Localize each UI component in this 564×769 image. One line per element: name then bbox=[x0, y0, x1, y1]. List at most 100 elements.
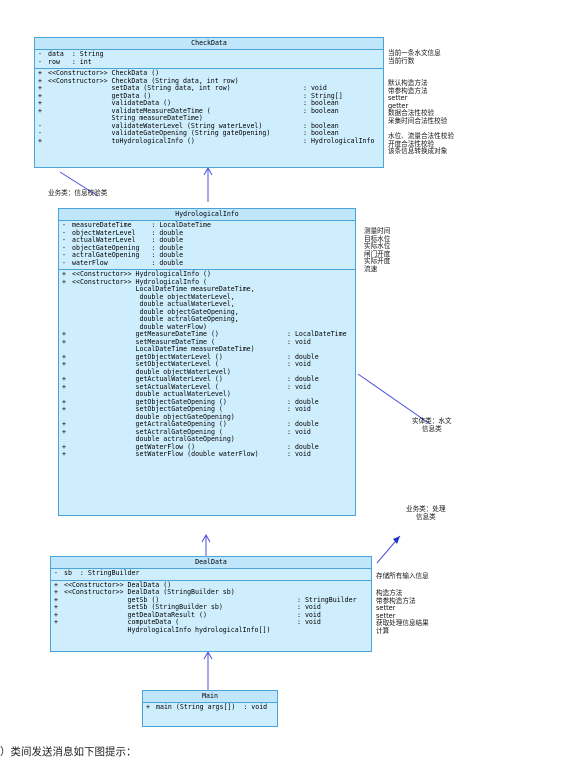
visibility-marker: - bbox=[62, 243, 66, 252]
method-row: + validateMeasureDateTime (: boolean bbox=[35, 106, 383, 116]
check-arrowhead bbox=[203, 166, 213, 176]
method-row: + setSb (StringBuilder sb): void bbox=[51, 603, 371, 612]
member-signature: row : int bbox=[48, 57, 92, 66]
visibility-marker: - bbox=[54, 569, 58, 577]
note-line: 计算 bbox=[376, 626, 390, 635]
method-row: + getActualWaterLevel () : double bbox=[59, 375, 355, 384]
method-row: +<<Constructor>> DealData (StringBuilder… bbox=[51, 588, 371, 597]
attribute-row: -waterFlow : double bbox=[59, 258, 355, 268]
note-line: 测量时间 bbox=[364, 227, 391, 235]
note-line: 采集时间合法性校验 bbox=[388, 116, 448, 125]
member-type: : void bbox=[287, 337, 311, 346]
note-line: 业务类：处理 bbox=[406, 505, 446, 513]
visibility-marker: + bbox=[38, 76, 42, 85]
visibility-marker: + bbox=[54, 603, 58, 611]
note-line: setter bbox=[376, 611, 396, 620]
method-row: + setActualWaterLevel (: void bbox=[59, 382, 355, 392]
member-type: : double bbox=[287, 397, 319, 406]
member-type: : void bbox=[287, 382, 311, 391]
method-row: + toHydrologicalInfo (): HydrologicalInf… bbox=[35, 137, 383, 146]
method-row: + getSb (): StringBuilder bbox=[51, 595, 371, 605]
member-signature: HydrologicalInfo hydrologicalInfo[]) bbox=[64, 625, 271, 634]
visibility-marker: - bbox=[38, 50, 42, 58]
visibility-marker: - bbox=[38, 57, 42, 66]
member-type: : StringBuilder bbox=[297, 595, 357, 604]
member-signature: double objectWaterLevel) bbox=[72, 367, 231, 376]
visibility-marker: + bbox=[62, 442, 66, 451]
visibility-marker: - bbox=[62, 221, 66, 229]
member-type: : void bbox=[297, 610, 321, 619]
method-row: +<<Constructor>> CheckData () bbox=[35, 69, 383, 78]
member-signature: getActualWaterLevel () bbox=[72, 375, 223, 383]
method-row: + setObjectGateOpening (: void bbox=[59, 405, 355, 414]
member-signature: <<Constructor>> DealData (StringBuilder … bbox=[64, 588, 235, 596]
member-type: : String[] bbox=[303, 91, 343, 100]
member-type: : double bbox=[287, 352, 319, 361]
method-row: + getActralGateOpening (): double bbox=[59, 420, 355, 429]
method-row: double objectGateOpening) bbox=[59, 413, 355, 422]
hydro-label-leader bbox=[357, 373, 431, 425]
visibility-marker: + bbox=[62, 375, 66, 383]
member-signature: actualWaterLevel : double bbox=[72, 236, 184, 244]
hydro-class-name: HydrologicalInfo bbox=[59, 209, 355, 221]
note-line: 开度合法性校验 bbox=[388, 139, 435, 148]
member-signature: LocalDateTime measureDateTime) bbox=[72, 345, 255, 353]
method-row: +<<Constructor>> HydrologicalInfo () bbox=[59, 270, 355, 279]
visibility-marker: + bbox=[54, 595, 58, 604]
member-signature: getData () bbox=[48, 91, 152, 100]
member-signature: measureDateTime : LocalDateTime bbox=[72, 221, 211, 229]
note-line: 构造方法 bbox=[376, 589, 403, 597]
checkdata-methods-section: +<<Constructor>> CheckData ()+<<Construc… bbox=[35, 69, 383, 147]
note-line: 实体类：水文 bbox=[412, 417, 452, 425]
hydrologicalinfo-class[interactable]: HydrologicalInfo-measureDateTime : Local… bbox=[58, 208, 356, 516]
member-signature: setMeasureDateTime ( bbox=[72, 337, 215, 346]
member-signature: setActualWaterLevel ( bbox=[72, 382, 219, 391]
method-row: String measureDateTime) bbox=[35, 114, 383, 123]
visibility-marker: - bbox=[62, 251, 66, 259]
method-row: double objectWaterLevel, bbox=[59, 293, 355, 302]
method-row: +main (String args[]) : void bbox=[143, 703, 277, 712]
method-row: double objectGateOpening, bbox=[59, 308, 355, 317]
checkdata-attributes-section: -data : String-row : int bbox=[35, 50, 383, 69]
member-type: : double bbox=[287, 375, 319, 383]
hydro-methods-section: +<<Constructor>> HydrologicalInfo ()+<<C… bbox=[59, 270, 355, 461]
note-line: 数据合法性校验 bbox=[388, 109, 435, 118]
visibility-marker: + bbox=[38, 99, 42, 107]
note-line: 获取处理信息结果 bbox=[376, 619, 429, 628]
member-signature: setWaterFlow (double waterFlow) bbox=[72, 450, 259, 458]
method-row: + getDealDataResult (): void bbox=[51, 610, 371, 620]
visibility-marker: + bbox=[38, 69, 42, 77]
member-type: : boolean bbox=[303, 106, 339, 115]
visibility-marker: + bbox=[62, 352, 66, 361]
hydro-arrowhead bbox=[201, 533, 211, 543]
deal-label-arrow-tip bbox=[393, 536, 400, 544]
checkdata-class[interactable]: CheckData-data : String-row : int+<<Cons… bbox=[34, 37, 384, 168]
member-signature: objectGateOpening : double bbox=[72, 243, 184, 252]
member-signature: String measureDateTime) bbox=[48, 114, 203, 122]
attribute-row: -measureDateTime : LocalDateTime bbox=[59, 221, 355, 230]
member-type: : LocalDateTime bbox=[287, 330, 347, 338]
dealdata-class[interactable]: DealData-sb : StringBuilder+<<Constructo… bbox=[50, 556, 372, 652]
deal-role-label: 业务类：处理信息类 bbox=[406, 505, 446, 521]
member-signature: sb : StringBuilder bbox=[64, 569, 140, 577]
member-type: : void bbox=[287, 450, 311, 458]
method-row: double actualWaterLevel) bbox=[59, 390, 355, 399]
attribute-row: -objectGateOpening : double bbox=[59, 243, 355, 253]
visibility-marker: + bbox=[54, 580, 58, 589]
main-class[interactable]: Main+main (String args[]) : void bbox=[142, 690, 278, 727]
member-type: : boolean bbox=[303, 121, 339, 130]
member-signature: setObjectGateOpening ( bbox=[72, 405, 223, 413]
member-signature: validateMeasureDateTime ( bbox=[48, 106, 211, 115]
visibility-marker: - bbox=[62, 258, 66, 267]
note-line: setter bbox=[376, 604, 396, 613]
visibility-marker: + bbox=[62, 337, 66, 346]
method-row: + getObjectWaterLevel (): double bbox=[59, 352, 355, 362]
member-signature: getActralGateOpening () bbox=[72, 420, 227, 428]
member-signature: data : String bbox=[48, 50, 104, 58]
member-signature: main (String args[]) : void bbox=[156, 703, 268, 711]
method-row: + setActralGateOpening (: void bbox=[59, 428, 355, 437]
method-row: + getData (): String[] bbox=[35, 91, 383, 101]
method-row: +<<Constructor>> HydrologicalInfo ( bbox=[59, 278, 355, 287]
